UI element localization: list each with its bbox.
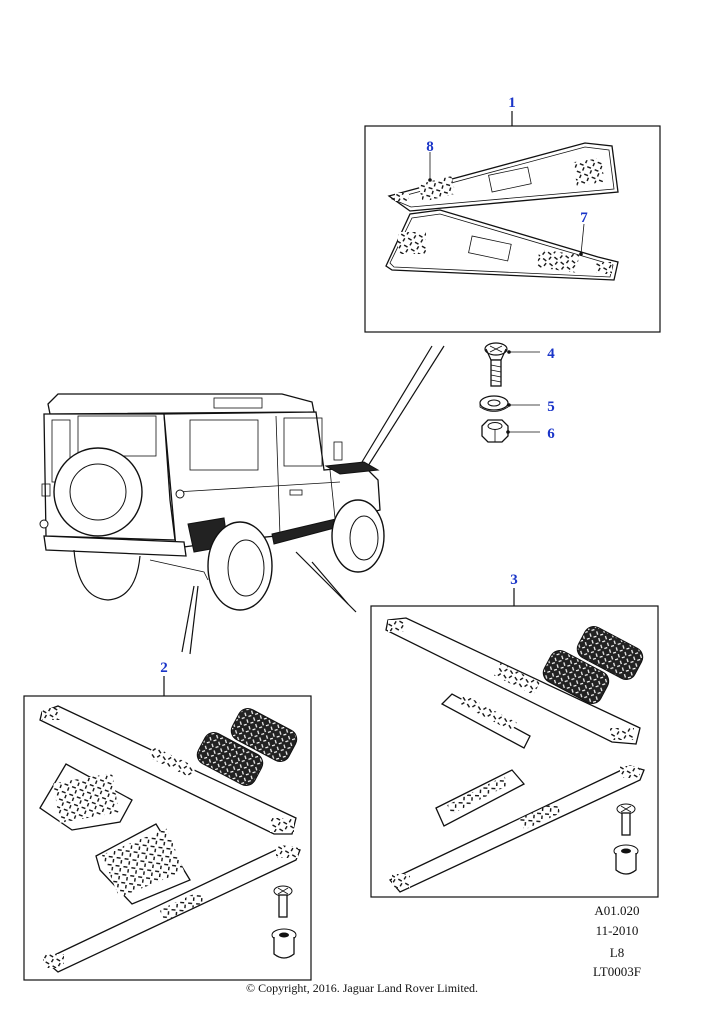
callout-3: 3 bbox=[510, 572, 518, 588]
callout-6: 6 bbox=[547, 426, 555, 442]
drawing-reference: LT0003F bbox=[593, 964, 641, 979]
leader-1a bbox=[367, 345, 445, 467]
callout-7: 7 bbox=[580, 210, 588, 226]
kit-box-1 bbox=[364, 111, 661, 333]
wing-top-plate-8 bbox=[387, 142, 619, 212]
callout-5: 5 bbox=[547, 399, 555, 415]
kit-box-2 bbox=[23, 676, 312, 981]
nut-6 bbox=[481, 419, 540, 443]
wing-top-plate-7 bbox=[385, 209, 619, 281]
kit-box-3 bbox=[370, 588, 659, 898]
defender-vehicle bbox=[39, 393, 385, 611]
date-reference: 11-2010 bbox=[595, 923, 639, 938]
callout-8: 8 bbox=[426, 139, 434, 155]
copyright-notice: © Copyright, 2016. Jaguar Land Rover Lim… bbox=[245, 981, 479, 995]
screw-4 bbox=[484, 342, 540, 387]
callout-2: 2 bbox=[160, 660, 168, 676]
washer-5 bbox=[479, 395, 540, 412]
leader-1b bbox=[361, 345, 433, 463]
code-reference: L8 bbox=[609, 945, 625, 960]
callout-4: 4 bbox=[547, 346, 555, 362]
leader-2b bbox=[189, 585, 199, 655]
leader-2a bbox=[181, 585, 195, 653]
figure-reference: A01.020 bbox=[594, 903, 640, 918]
callout-1: 1 bbox=[508, 95, 516, 111]
leader-3b bbox=[311, 561, 349, 605]
